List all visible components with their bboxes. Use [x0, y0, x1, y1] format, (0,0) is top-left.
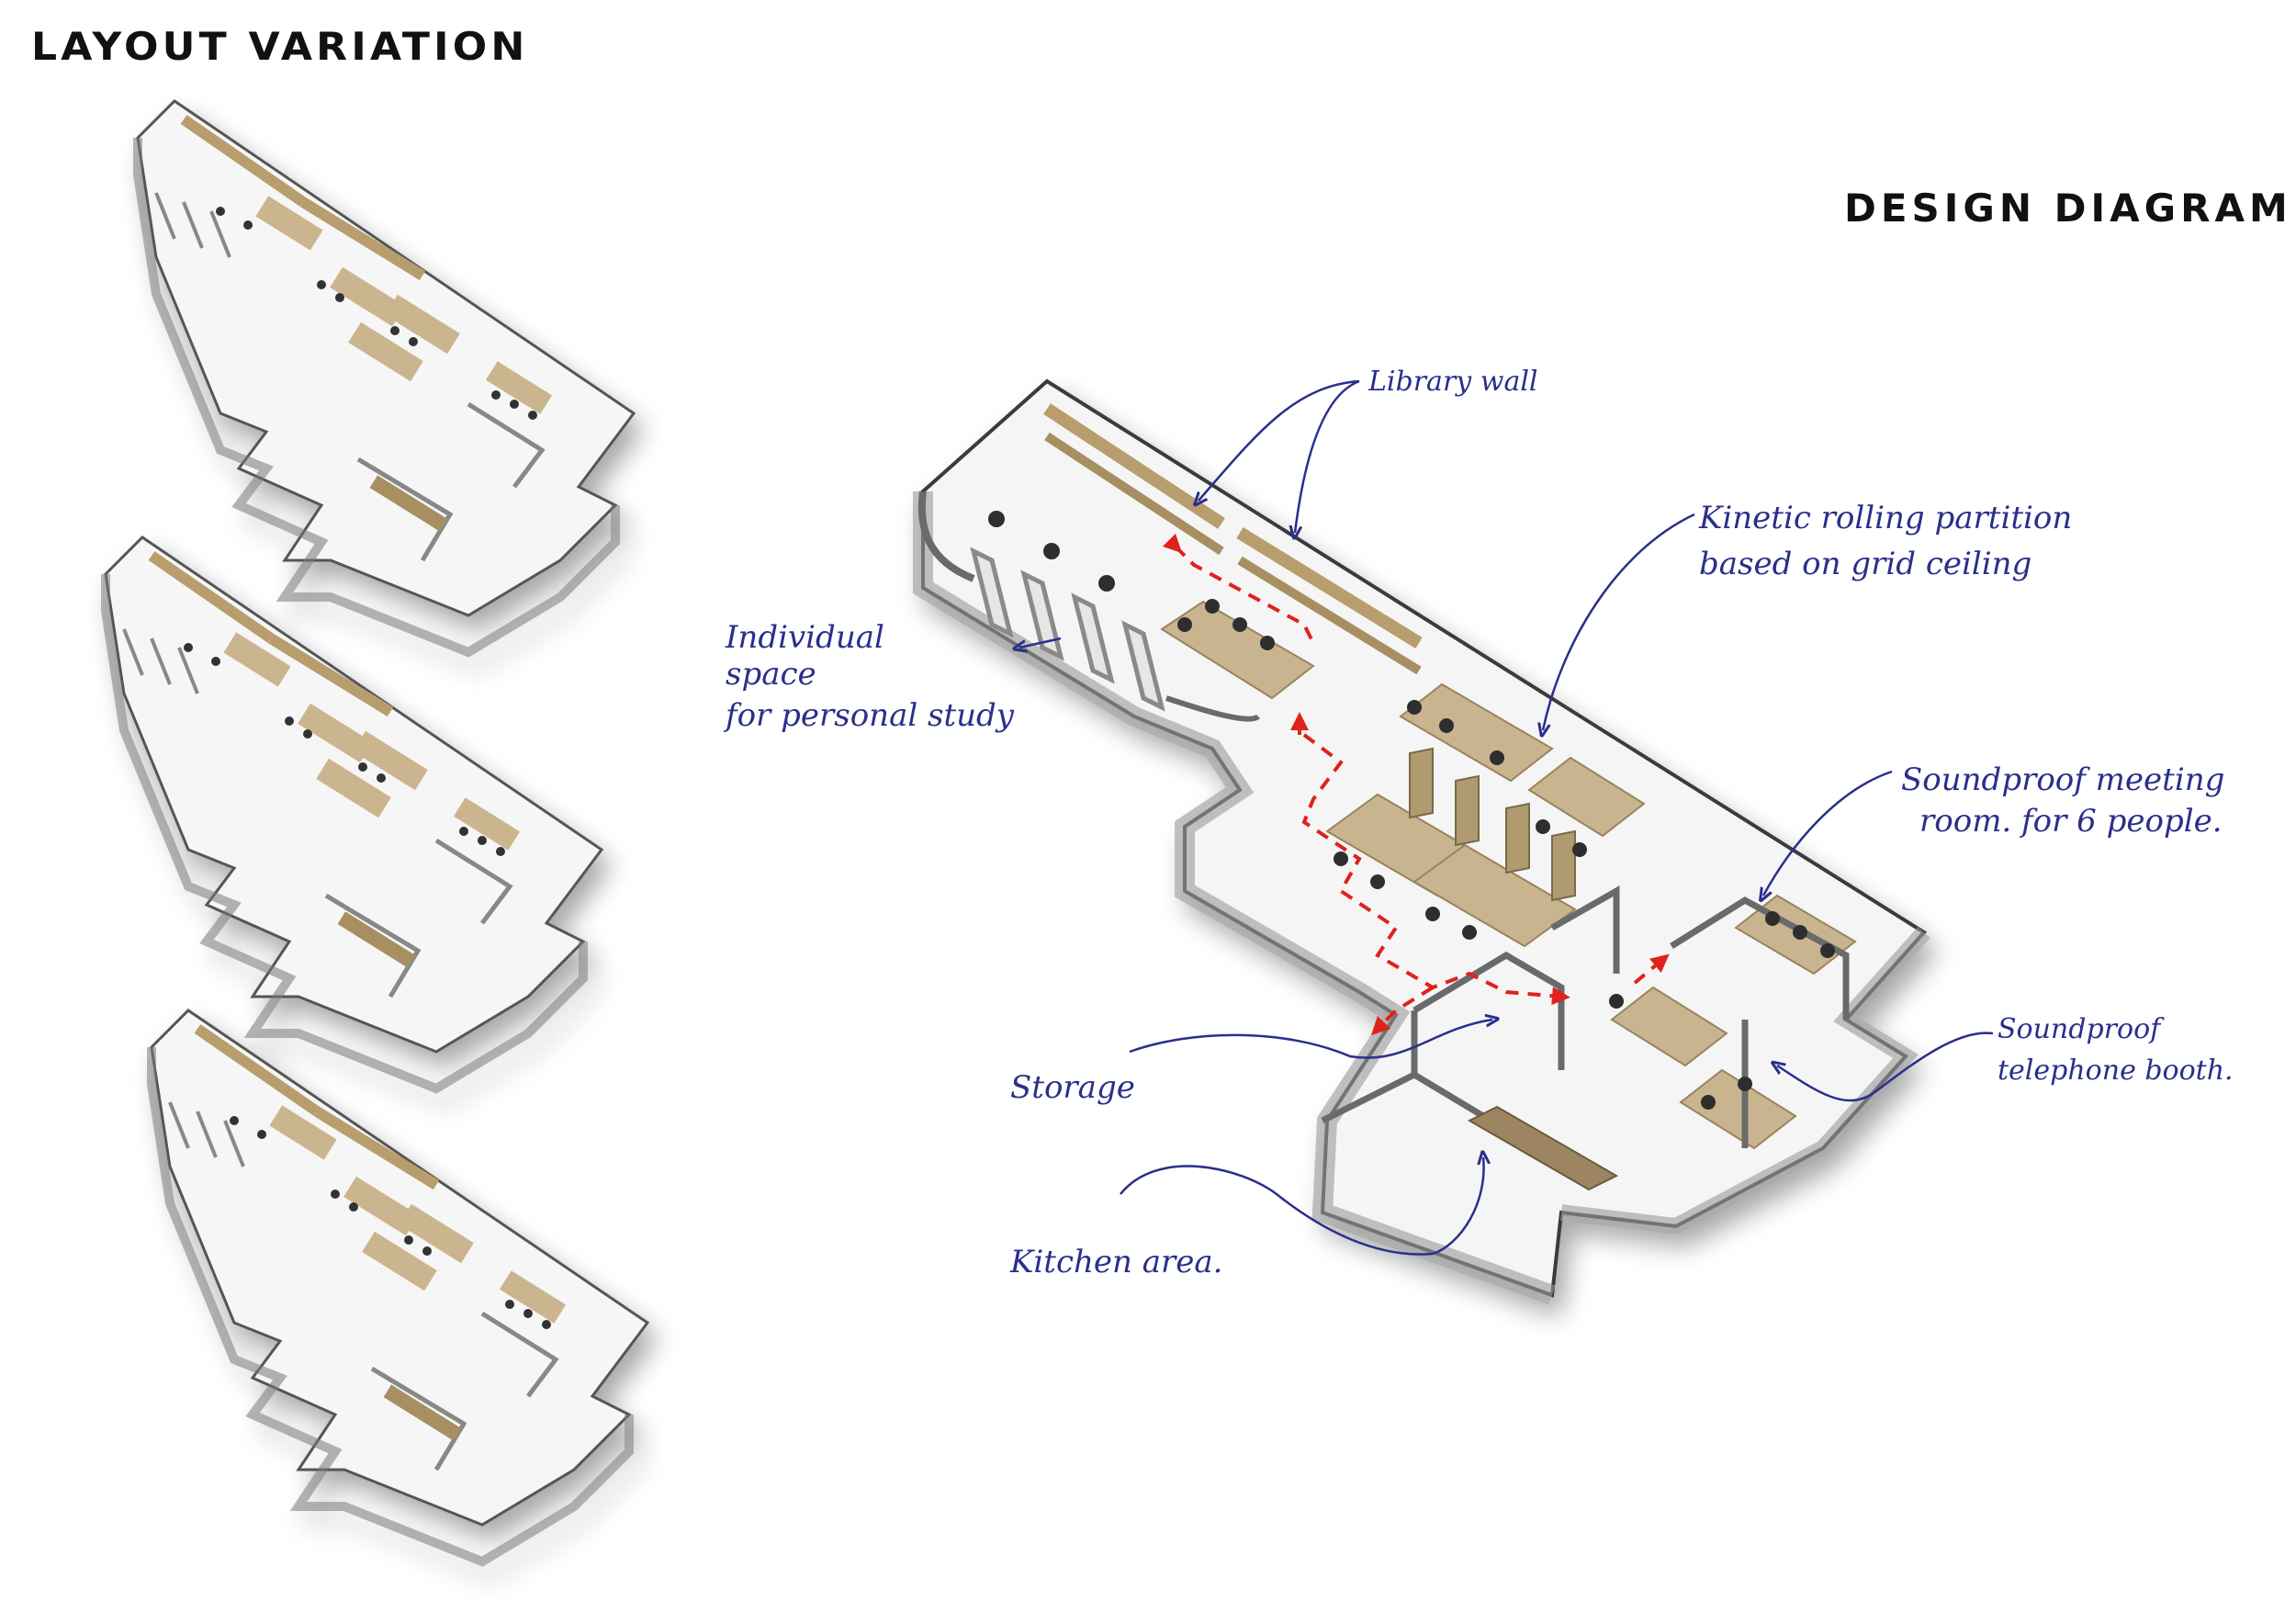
annotation-kitchen: Kitchen area.: [1009, 1244, 1222, 1280]
annotation-storage: Storage: [1010, 1069, 1135, 1106]
design-diagram-heading: DESIGN DIAGRAM: [1844, 186, 2292, 231]
layout-variation-plan-3: [152, 1010, 647, 1562]
annotation-individual-line1: Individual: [725, 619, 884, 656]
annotation-leaders: [1019, 379, 1994, 1256]
annotation-meeting-line1: Soundproof meeting: [1901, 761, 2224, 798]
chairs: [988, 511, 1835, 1110]
annotation-telephone-line1: Soundproof: [1998, 1013, 2165, 1045]
annotation-kinetic-line2: based on grid ceiling: [1699, 546, 2032, 582]
annotation-telephone-line2: telephone booth.: [1998, 1054, 2234, 1087]
layout-variation-plan-1: [138, 101, 634, 652]
annotation-library-wall: Library wall: [1367, 366, 1538, 398]
layout-variation-heading: LAYOUT VARIATION: [31, 24, 529, 69]
circulation-path: [1162, 533, 1670, 1036]
annotation-individual-line2: space: [726, 656, 816, 693]
main-isometric-plan: [913, 378, 1930, 1305]
kinetic-partitions: [1409, 747, 1576, 902]
annotation-kinetic-line1: Kinetic rolling partition: [1698, 500, 2072, 536]
annotation-meeting-line2: room. for 6 people.: [1919, 803, 2223, 840]
kitchen-counter: [1467, 1105, 1619, 1191]
individual-study-cubicles: [970, 547, 1165, 712]
annotation-individual-line3: for personal study: [723, 697, 1015, 734]
